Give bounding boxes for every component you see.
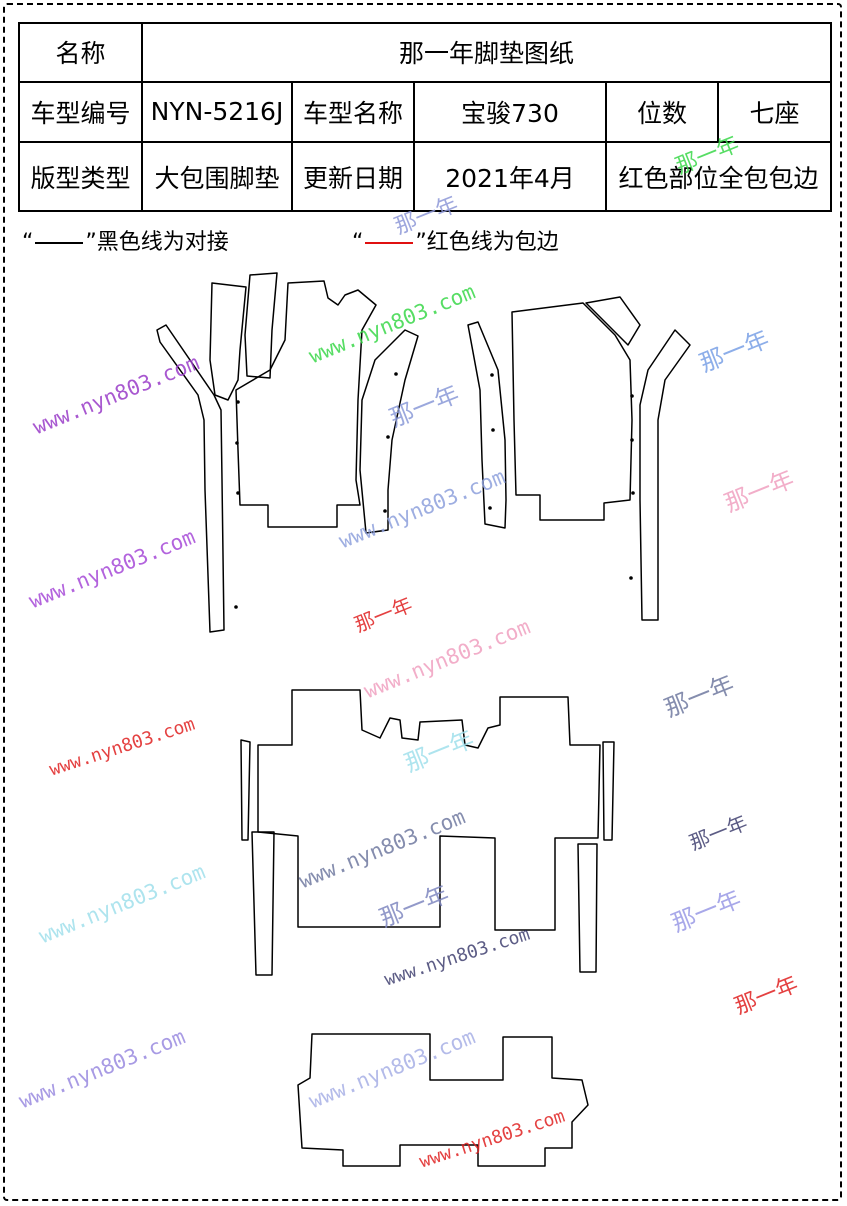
name-label: 名称 bbox=[18, 22, 143, 83]
alignment-dots bbox=[234, 372, 635, 609]
model-name-label: 车型名称 bbox=[291, 80, 415, 144]
table-row: 车型编号 NYN-5216J 车型名称 宝骏730 位数 七座 bbox=[18, 80, 833, 144]
passenger-top-strip bbox=[585, 296, 641, 346]
model-code-value: NYN-5216J bbox=[141, 80, 293, 144]
middle-right-strip-a bbox=[602, 741, 615, 841]
black-line-swatch bbox=[35, 242, 84, 244]
edge-binding-note: 红色部位全包包边 bbox=[604, 141, 833, 212]
red-line-swatch bbox=[365, 242, 414, 244]
page-frame bbox=[3, 3, 842, 1201]
doc-title: 那一年脚垫图纸 bbox=[140, 22, 833, 83]
middle-left-strip-a bbox=[240, 739, 251, 841]
left-door-strip-2 bbox=[244, 272, 278, 379]
pattern-type-value: 大包围脚垫 bbox=[141, 141, 293, 212]
update-date-value: 2021年4月 bbox=[413, 141, 607, 212]
model-name-value: 宝骏730 bbox=[413, 80, 607, 144]
seats-value: 七座 bbox=[716, 80, 833, 144]
model-code-label: 车型编号 bbox=[18, 80, 143, 144]
driver-door-strip bbox=[359, 329, 419, 534]
seats-label: 位数 bbox=[605, 80, 719, 144]
legend-black: “ ”黑色线为对接 bbox=[22, 228, 229, 258]
middle-row-main-mat bbox=[257, 689, 601, 931]
table-row: 版型类型 大包围脚垫 更新日期 2021年4月 红色部位全包包边 bbox=[18, 141, 833, 212]
update-date-label: 更新日期 bbox=[291, 141, 415, 212]
pattern-type-label: 版型类型 bbox=[18, 141, 143, 212]
middle-right-strip-b bbox=[577, 843, 598, 973]
passenger-left-strip bbox=[467, 321, 507, 529]
left-door-strip-1 bbox=[209, 282, 247, 401]
middle-left-strip-b bbox=[251, 831, 275, 976]
passenger-right-strip bbox=[639, 329, 691, 621]
legend-red-text: ”红色线为包边 bbox=[415, 230, 559, 255]
driver-floor-mat bbox=[235, 280, 377, 528]
passenger-floor-mat bbox=[511, 302, 633, 521]
left-a-pillar-strip bbox=[156, 324, 225, 633]
spec-table: 名称 那一年脚垫图纸 车型编号 NYN-5216J 车型名称 宝骏730 位数 … bbox=[18, 22, 833, 212]
third-row-mat bbox=[297, 1033, 589, 1167]
table-row: 名称 那一年脚垫图纸 bbox=[18, 22, 833, 83]
legend-red: “ ”红色线为包边 bbox=[352, 228, 559, 258]
quote-open: “ bbox=[22, 230, 34, 255]
quote-open: “ bbox=[352, 230, 364, 255]
legend-black-text: ”黑色线为对接 bbox=[85, 230, 229, 255]
